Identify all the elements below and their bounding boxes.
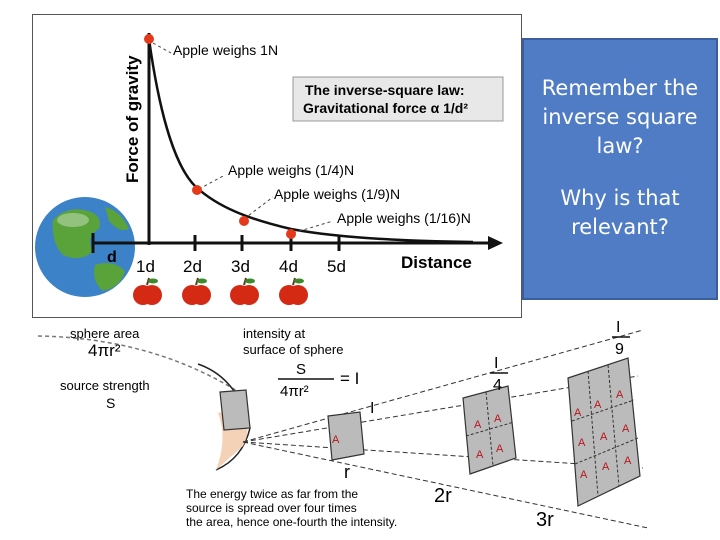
annotation-1N: Apple weighs 1N (173, 42, 278, 58)
y-axis-label: Force of gravity (123, 55, 142, 183)
area-patch-label: A (574, 407, 582, 419)
area-patch-label: A (622, 423, 630, 435)
callout-question-1: Remember the inverse square law? (541, 76, 699, 158)
apple-icon (230, 277, 259, 305)
point-1d (144, 34, 154, 44)
formula-numerator: S (296, 361, 306, 378)
fraction-ninth-num: I (616, 319, 620, 336)
area-patch-1 (219, 389, 251, 431)
area-patch-label: A (496, 443, 504, 455)
source-symbol: S (106, 395, 115, 411)
point-4d (286, 229, 296, 239)
area-patch-label: A (476, 449, 484, 461)
fraction-ninth-den: 9 (615, 341, 624, 358)
area-patch-label: A (332, 434, 340, 446)
x-axis-label: Distance (401, 253, 472, 272)
annotation-ninth: Apple weighs (1/9)N (274, 186, 400, 202)
law-title: The inverse-square law: (305, 82, 465, 98)
source-strength-label: source strength (60, 378, 150, 393)
x-tick-2d: 2d (183, 257, 202, 276)
caption-line-3: the area, hence one-fourth the intensity… (186, 515, 397, 529)
area-patch-label: A (594, 399, 602, 411)
area-patch-r (327, 411, 365, 461)
law-box (292, 76, 504, 122)
caption-line-1: The energy twice as far from the (186, 487, 358, 501)
area-patch-label: A (580, 469, 588, 481)
annotation-sixteenth: Apple weighs (1/16)N (337, 210, 471, 226)
area-patch-label: A (602, 461, 610, 473)
area-patch-label: A (600, 431, 608, 443)
distance-2r: 2r (434, 485, 452, 507)
earth-icon (35, 197, 135, 297)
origin-label: d (107, 249, 117, 266)
x-tick-4d: 4d (279, 257, 298, 276)
area-patch-label: A (474, 419, 482, 431)
area-patch-3r (567, 357, 641, 507)
fraction-quarter-den: 4 (493, 377, 502, 394)
area-patch-label: A (624, 455, 632, 467)
intensity-label-1: intensity at (243, 326, 306, 341)
apple-icon (182, 277, 211, 305)
sphere-area-label: sphere area (70, 326, 140, 341)
point-2d (192, 185, 202, 195)
area-patch-label: A (578, 437, 586, 449)
inverse-square-curve (147, 38, 474, 244)
intensity-label-2: surface of sphere (243, 342, 343, 357)
apple-icon (279, 277, 308, 305)
intensity-I-at-r: I (370, 400, 374, 417)
formula-equals-I: = I (340, 369, 359, 388)
inverse-square-graph-panel: d 1d 2d 3d 4d 5d Distance Force of gravi… (32, 14, 522, 318)
inverse-square-graph: d 1d 2d 3d 4d 5d Distance Force of gravi… (35, 33, 504, 305)
point-3d (239, 216, 249, 226)
caption-line-2: source is spread over four times (186, 501, 357, 515)
fraction-quarter-num: I (494, 355, 498, 372)
x-tick-5d: 5d (327, 257, 346, 276)
x-tick-1d: 1d (136, 257, 155, 276)
callout-question-2: Why is that relevant? (560, 186, 680, 239)
x-tick-3d: 3d (231, 257, 250, 276)
annotation-quarter: Apple weighs (1/4)N (228, 162, 354, 178)
law-formula: Gravitational force α 1/d² (303, 100, 468, 116)
area-patch-label: A (494, 413, 502, 425)
x-axis-arrow (488, 236, 503, 250)
area-patch-2r (462, 385, 517, 475)
formula-denominator: 4πr² (280, 383, 309, 400)
distance-3r: 3r (536, 509, 554, 530)
question-callout: Remember the inverse square law? Why is … (522, 38, 718, 300)
distance-r: r (344, 462, 350, 482)
sphere-area-formula: 4πr² (88, 341, 121, 360)
apple-icon (133, 277, 162, 305)
area-patch-label: A (616, 389, 624, 401)
